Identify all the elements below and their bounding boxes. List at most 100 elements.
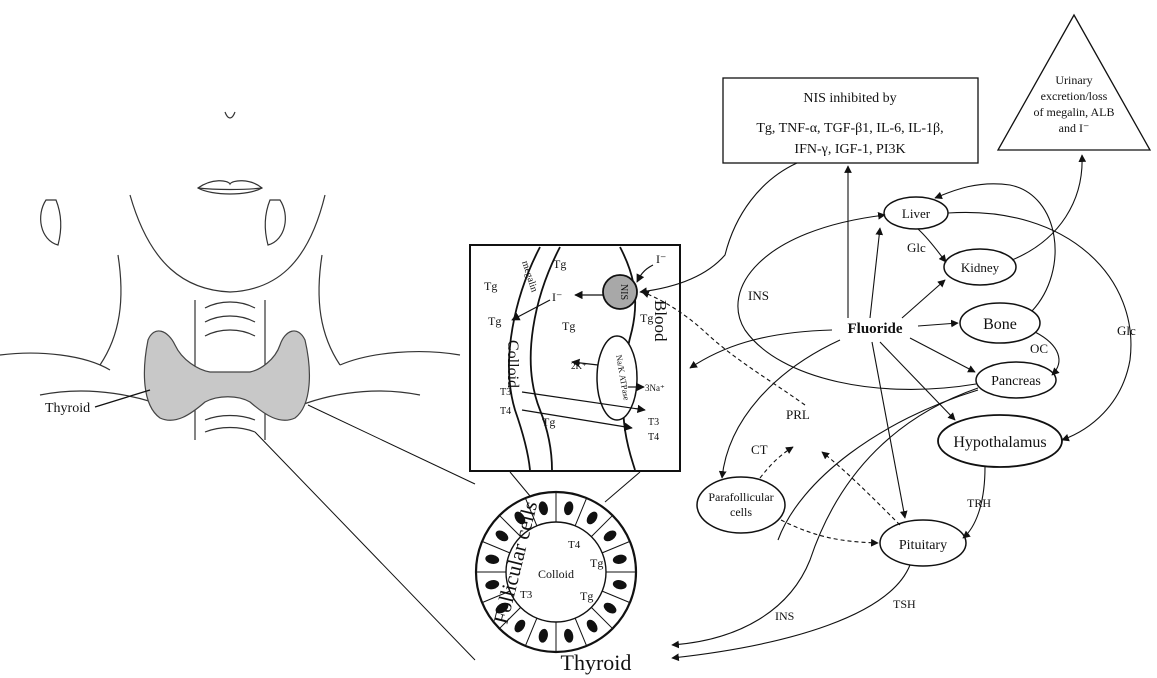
node-bone: [959, 302, 1041, 344]
cell-nucleus: [514, 511, 526, 525]
t4-left-label: T4: [500, 406, 511, 417]
edge-labels: INS Glc Glc OC PRL CT TRH TSH INS: [748, 240, 1136, 623]
cell-divider: [602, 540, 631, 554]
node-liver-label: Liver: [902, 206, 931, 221]
node-parafollicular-label2: cells: [730, 505, 752, 519]
nis-box-title: NIS inhibited by: [803, 91, 896, 106]
follicle-tg-bottom-label: Tg: [580, 589, 593, 603]
lips: [196, 180, 264, 195]
cell-tg-3: Tg: [488, 314, 501, 328]
thyroid-anatomy-label: Thyroid: [45, 401, 90, 416]
thyroid-gland: [143, 330, 310, 421]
cell-nucleus: [495, 602, 509, 614]
edge-trh: TRH: [967, 496, 991, 510]
node-bone-label: Bone: [983, 316, 1017, 333]
cell-nucleus: [564, 628, 574, 643]
triangle-line3: of megalin, ALB: [1034, 105, 1115, 119]
cell-nucleus: [564, 501, 574, 516]
edge-glc-left: Glc: [907, 240, 926, 255]
cell-tg-6: Tg: [542, 415, 555, 429]
cell-nucleus: [485, 554, 500, 564]
nis-label: NIS: [618, 284, 629, 300]
t3-right-label: T3: [648, 417, 659, 428]
cell-tg-5: Tg: [640, 311, 653, 325]
node-hypothalamus-label: Hypothalamus: [953, 434, 1046, 451]
neck-illustration: [0, 111, 461, 440]
cell-tg-2: Tg: [484, 279, 497, 293]
cell-nucleus: [603, 530, 617, 542]
cell-divider: [602, 590, 631, 604]
flow-arrows: [639, 154, 1132, 662]
edge-ct: CT: [751, 442, 768, 457]
node-thyroid-label: Thyroid: [561, 650, 632, 675]
neck-left: [99, 254, 122, 366]
dashed-arrows: [641, 290, 901, 547]
cell-nucleus: [612, 580, 627, 590]
nose-base: [224, 111, 236, 119]
right-ear: [264, 199, 286, 246]
nis-transporter: [602, 274, 638, 310]
zoom-line-cell-right: [604, 471, 641, 503]
node-kidney: [943, 248, 1017, 286]
follicle-t4-label: T4: [568, 539, 581, 551]
thyroid-pointer-line: [94, 389, 151, 408]
cell-nucleus: [603, 602, 617, 614]
triangle-line1: Urinary: [1055, 73, 1092, 87]
neck-right: [318, 254, 341, 366]
nis-box-line1: Tg, TNF-α, TGF-β1, IL-6, IL-1β,: [756, 121, 943, 136]
follicle-t3-label: T3: [520, 589, 533, 601]
thyroid-follicle: Colloid T4 T3 Tg Tg: [474, 490, 638, 654]
cell-nucleus: [612, 554, 627, 564]
iodide-in-label: I⁻: [656, 252, 666, 266]
t4-right-label: T4: [648, 432, 659, 443]
follicle-tg-top-label: Tg: [590, 556, 603, 570]
na-k-atpase: [596, 335, 638, 421]
nis-box-line2: IFN-γ, IGF-1, PI3K: [794, 142, 905, 157]
blood-label: Blood: [651, 300, 670, 342]
urinary-excretion-triangle: Urinary excretion/loss of megalin, ALB a…: [996, 13, 1152, 151]
edge-prl: PRL: [786, 407, 810, 422]
cell-divider: [481, 540, 510, 554]
cell-nucleus: [586, 511, 598, 525]
triangle-line4: and I⁻: [1059, 121, 1090, 135]
node-pituitary: [879, 519, 967, 567]
node-pancreas-label: Pancreas: [991, 374, 1041, 389]
cell-nucleus: [538, 501, 548, 516]
cell-divider: [524, 497, 538, 526]
follicle-colloid-label: Colloid: [538, 567, 574, 581]
node-kidney-label: Kidney: [961, 260, 1000, 275]
zoom-line-bottom: [254, 431, 476, 661]
left-ear: [40, 199, 62, 246]
cell-divider: [481, 590, 510, 604]
iodide-out-label: I⁻: [552, 290, 562, 304]
cell-divider: [574, 497, 588, 526]
edge-ins-top: INS: [748, 288, 769, 303]
edge-glc-right: Glc: [1117, 323, 1136, 338]
cell-nucleus: [586, 619, 598, 633]
jaw-outline: [129, 194, 326, 293]
cell-nucleus: [485, 580, 500, 590]
t3-left-label: T3: [500, 387, 511, 398]
node-pancreas: [975, 361, 1057, 399]
flow-nodes: Liver Kidney Bone Pancreas Hypothalamus …: [561, 196, 1063, 675]
edge-oc: OC: [1030, 341, 1048, 356]
nis-inhibitor-box: NIS inhibited by Tg, TNF-α, TGF-β1, IL-6…: [722, 77, 979, 164]
cell-divider: [591, 515, 613, 537]
edge-tsh: TSH: [893, 597, 916, 611]
zoom-line-cell-left: [509, 471, 531, 497]
cell-tg-1: Tg: [553, 257, 566, 271]
cell-colloid-label: Colloid: [504, 340, 521, 388]
cell-tg-4: Tg: [562, 319, 575, 333]
edge-ins-bottom: INS: [775, 609, 794, 623]
cell-divider: [591, 607, 613, 629]
node-parafollicular-label1: Parafollicular: [708, 490, 773, 504]
cell-nucleus: [514, 619, 526, 633]
follicular-cell-ring: [476, 492, 636, 652]
cell-divider: [524, 618, 538, 647]
cell-zoom-box: NIS Na/K ATPase Tg Tg Tg Tg Tg Tg I⁻ I⁻ …: [469, 244, 681, 472]
node-fluoride-label: Fluoride: [848, 321, 903, 337]
triangle-line2: excretion/loss: [1041, 89, 1108, 103]
cell-divider: [499, 515, 521, 537]
